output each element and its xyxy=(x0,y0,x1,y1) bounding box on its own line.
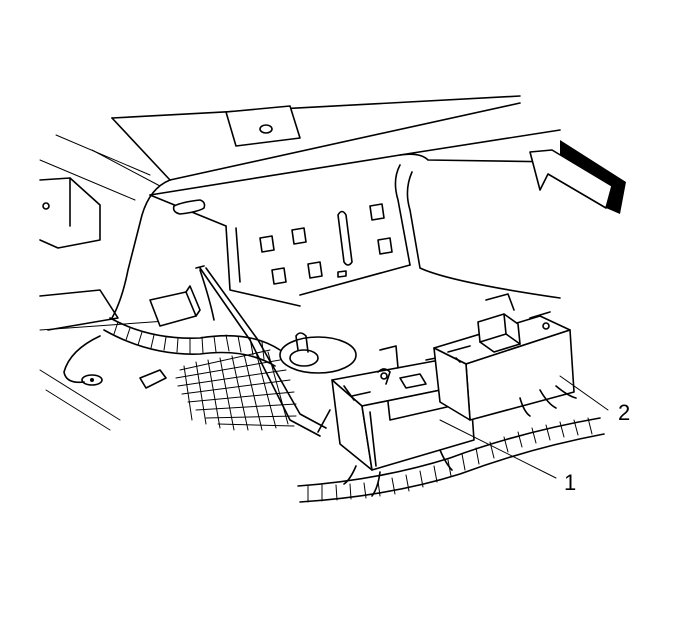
floor-grommet xyxy=(279,332,357,374)
floor-mat-hatch xyxy=(175,349,297,431)
wiring-harness-left xyxy=(63,265,327,437)
callout-label-2: 2 xyxy=(618,400,630,425)
callout-leaders xyxy=(439,375,609,479)
floor-panel xyxy=(39,95,561,431)
callout-label-1: 1 xyxy=(564,470,576,495)
arrow-icon xyxy=(529,140,626,214)
wiring-harness-bottom xyxy=(297,417,605,503)
relay-center-2 xyxy=(433,293,577,421)
